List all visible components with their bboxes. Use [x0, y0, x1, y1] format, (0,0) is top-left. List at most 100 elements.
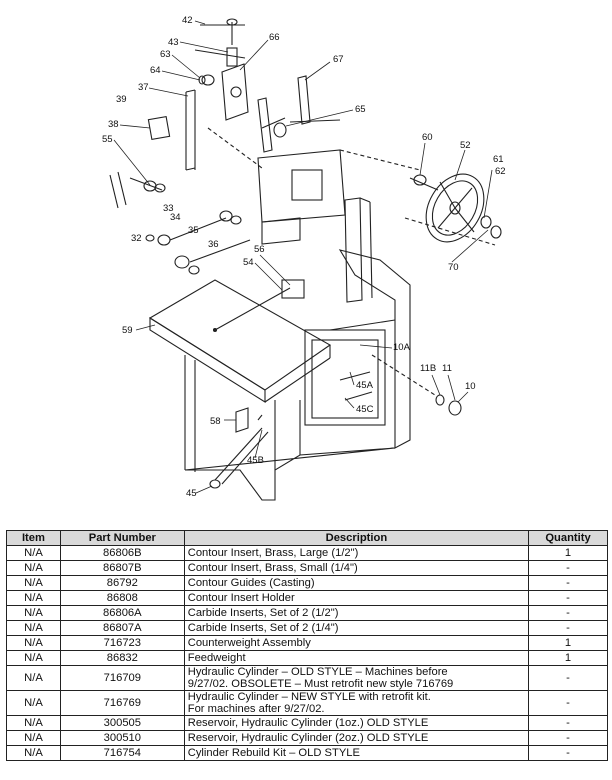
- exploded-parts-diagram: 42 43 66 63 64 67 37 39 65 38 55 60 52 6…: [102, 15, 506, 501]
- quantity-cell: -: [528, 690, 608, 716]
- callout-label: 52: [460, 140, 471, 151]
- callout-label: 66: [269, 32, 280, 43]
- part-number-cell: 716769: [59, 690, 185, 716]
- header-description: Description: [183, 530, 530, 546]
- callout-label: 65: [355, 104, 366, 115]
- header-quantity: Quantity: [528, 530, 608, 546]
- item-cell: N/A: [6, 715, 61, 731]
- part-number-cell: 300505: [59, 715, 185, 731]
- description-cell: Carbide Inserts, Set of 2 (1/2"): [183, 605, 530, 621]
- part-number-cell: 86807B: [59, 560, 185, 576]
- description-cell: Carbide Inserts, Set of 2 (1/4"): [183, 620, 530, 636]
- quantity-cell: -: [528, 560, 608, 576]
- quantity-cell: -: [528, 665, 608, 691]
- quantity-cell: -: [528, 745, 608, 761]
- part-number-cell: 86806A: [59, 605, 185, 621]
- part-number-cell: 716709: [59, 665, 185, 691]
- header-part-number: Part Number: [59, 530, 185, 546]
- description-cell: Contour Insert, Brass, Large (1/2"): [183, 545, 530, 561]
- callout-label: 70: [448, 262, 459, 273]
- handwheel: [409, 173, 502, 243]
- part-number-cell: 86806B: [59, 545, 185, 561]
- quantity-cell: -: [528, 730, 608, 746]
- callout-label: 63: [160, 49, 171, 60]
- blade-guide-parts: [257, 75, 341, 153]
- callout-label: 54: [243, 257, 254, 268]
- callout-label: 11B: [420, 363, 436, 374]
- item-cell: N/A: [6, 545, 61, 561]
- callout-label: 60: [422, 132, 433, 143]
- callout-label: 45: [186, 488, 197, 499]
- callout-label: 56: [254, 244, 265, 255]
- callout-label: 61: [493, 154, 504, 165]
- callout-label: 10: [465, 381, 476, 392]
- item-cell: N/A: [6, 745, 61, 761]
- quantity-cell: 1: [528, 650, 608, 666]
- lower-guide-parts: [145, 210, 251, 275]
- description-cell: Hydraulic Cylinder – NEW STYLE with retr…: [183, 690, 530, 716]
- callout-label: 33: [163, 203, 174, 214]
- callout-label: 45C: [356, 404, 374, 415]
- column: [344, 197, 373, 303]
- item-cell: N/A: [6, 560, 61, 576]
- callout-label: 67: [333, 54, 344, 65]
- item-cell: N/A: [6, 690, 61, 716]
- item-cell: N/A: [6, 590, 61, 606]
- item-cell: N/A: [6, 575, 61, 591]
- callout-label: 39: [116, 94, 127, 105]
- item-cell: N/A: [6, 730, 61, 746]
- description-cell: Hydraulic Cylinder – OLD STYLE – Machine…: [183, 665, 530, 691]
- description-cell: Reservoir, Hydraulic Cylinder (1oz.) OLD…: [183, 715, 530, 731]
- leader-lines: [113, 20, 493, 494]
- quantity-cell: -: [528, 715, 608, 731]
- quantity-cell: 1: [528, 545, 608, 561]
- parts-table: Item Part Number Description Quantity N/…: [6, 530, 608, 761]
- callout-label: 43: [168, 37, 179, 48]
- item-cell: N/A: [6, 620, 61, 636]
- callout-label: 59: [122, 325, 133, 336]
- header-item: Item: [6, 530, 61, 546]
- blade-guard: [207, 127, 421, 245]
- quantity-cell: -: [528, 620, 608, 636]
- callout-label: 45B: [247, 455, 264, 466]
- quantity-cell: 1: [528, 635, 608, 651]
- callout-labels: 42 43 66 63 64 67 37 39 65 38 55 60 52 6…: [102, 15, 506, 499]
- upper-guide-parts: [109, 18, 249, 209]
- item-cell: N/A: [6, 605, 61, 621]
- callout-label: 55: [102, 134, 113, 145]
- callout-label: 62: [495, 166, 506, 177]
- description-cell: Contour Insert Holder: [183, 590, 530, 606]
- callout-label: 37: [138, 82, 149, 93]
- quantity-cell: -: [528, 605, 608, 621]
- description-cell: Reservoir, Hydraulic Cylinder (2oz.) OLD…: [183, 730, 530, 746]
- item-cell: N/A: [6, 665, 61, 691]
- callout-label: 11: [442, 363, 452, 374]
- description-cell: Cylinder Rebuild Kit – OLD STYLE: [183, 745, 530, 761]
- item-cell: N/A: [6, 635, 61, 651]
- work-table: [148, 279, 332, 403]
- part-number-cell: 716754: [59, 745, 185, 761]
- diagram-drawing: 42 43 66 63 64 67 37 39 65 38 55 60 52 6…: [102, 15, 506, 501]
- part-number-cell: 86808: [59, 590, 185, 606]
- callout-label: 58: [210, 416, 221, 427]
- callout-label: 64: [150, 65, 161, 76]
- callout-label: 35: [188, 225, 199, 236]
- callout-label: 10A: [393, 342, 411, 353]
- quantity-cell: -: [528, 575, 608, 591]
- part-number-cell: 86832: [59, 650, 185, 666]
- callout-label: 38: [108, 119, 119, 130]
- item-cell: N/A: [6, 650, 61, 666]
